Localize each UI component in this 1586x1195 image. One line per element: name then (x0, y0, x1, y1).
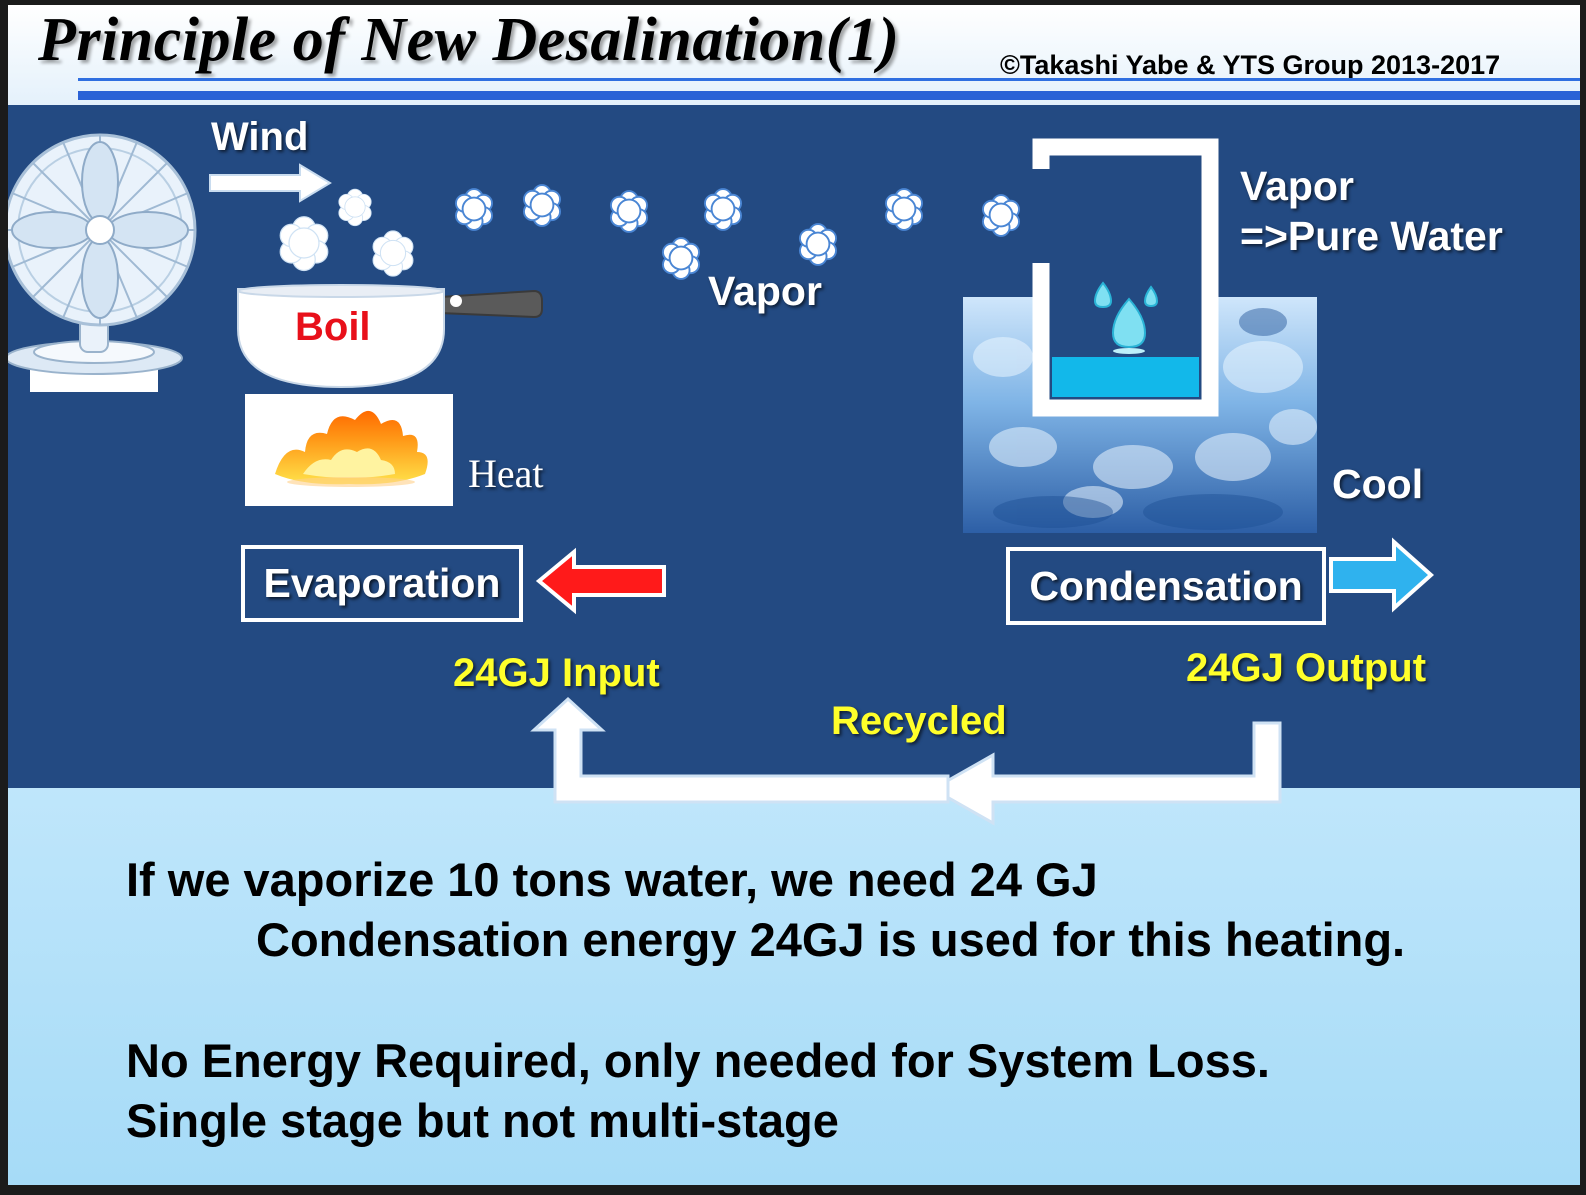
input-label: 24GJ Input (453, 651, 660, 696)
condenser-frame (1033, 141, 1218, 416)
slide: Principle of New Desalination(1) ©Takash… (8, 5, 1580, 1185)
diagram-panel: Wind (8, 105, 1580, 788)
explanation-line-3: No Energy Required, only needed for Syst… (126, 1033, 1270, 1088)
condensation-box: Condensation (1006, 547, 1326, 625)
vapor-label: Vapor (708, 268, 822, 315)
vapor-pure-label-2: =>Pure Water (1240, 213, 1503, 260)
explanation-area: If we vaporize 10 tons water, we need 24… (8, 788, 1580, 1185)
copyright-notice: ©Takashi Yabe & YTS Group 2013-2017 (1000, 50, 1500, 81)
boil-label: Boil (295, 305, 371, 350)
recycle-arrow-icon (518, 695, 1298, 835)
heat-label: Heat (468, 450, 544, 497)
cool-label: Cool (1332, 461, 1423, 508)
explanation-line-4: Single stage but not multi-stage (126, 1093, 839, 1148)
explanation-line-1: If we vaporize 10 tons water, we need 24… (126, 852, 1098, 907)
pot-icon (234, 283, 554, 395)
title-rule-thick (78, 91, 1580, 100)
flame-icon (245, 394, 453, 506)
header: Principle of New Desalination(1) ©Takash… (8, 5, 1580, 105)
flame-image (245, 394, 453, 506)
evaporation-box: Evaporation (241, 545, 523, 622)
title-rule-thin (78, 78, 1580, 81)
vapor-pure-label-1: Vapor (1240, 163, 1354, 210)
output-arrow-icon (1328, 539, 1436, 611)
explanation-line-2: Condensation energy 24GJ is used for thi… (256, 912, 1405, 967)
page-title: Principle of New Desalination(1) (38, 5, 900, 76)
input-arrow-icon (536, 548, 668, 614)
condensation-label: Condensation (1010, 551, 1322, 621)
output-label: 24GJ Output (1186, 646, 1426, 691)
evaporation-label: Evaporation (245, 549, 519, 618)
